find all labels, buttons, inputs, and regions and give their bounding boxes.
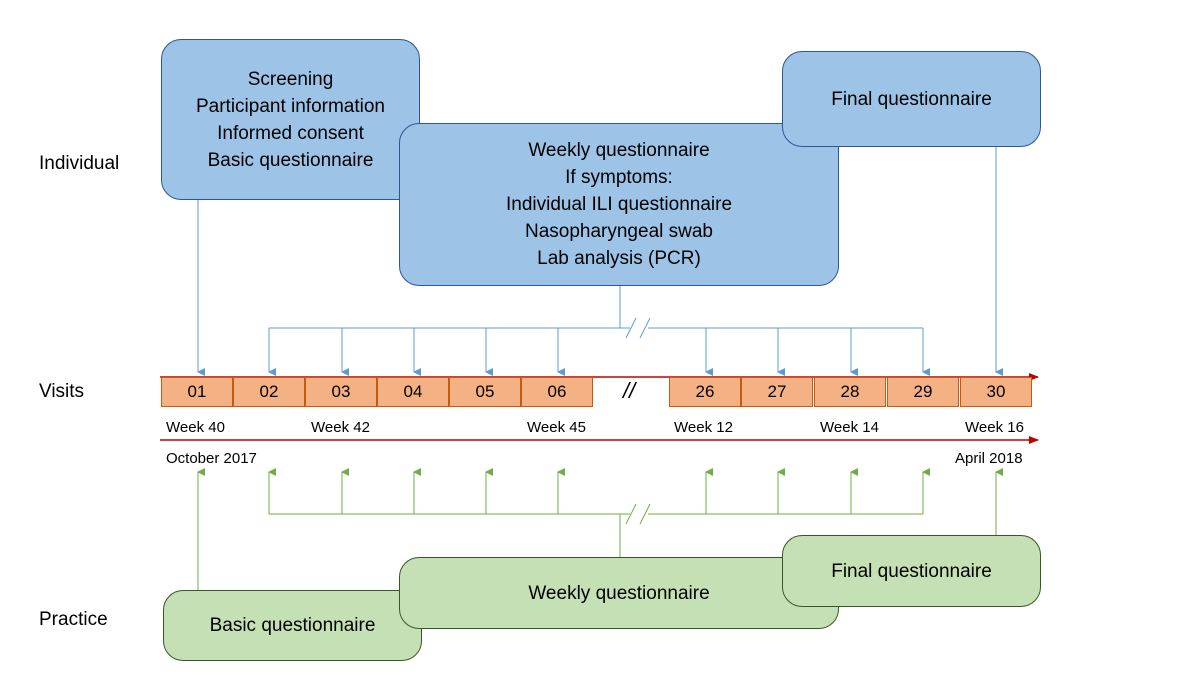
weekly-practice-box: Weekly questionnaire: [399, 557, 839, 629]
visit-box: 03: [305, 377, 377, 407]
visit-box: 04: [377, 377, 449, 407]
weekly-individual-box: Weekly questionnaire If symptoms: Indivi…: [399, 123, 839, 286]
lab-analysis-line: Lab analysis (PCR): [537, 248, 701, 269]
practice-connectors: [197, 468, 1003, 590]
visit-box: 01: [161, 377, 233, 407]
week-label: Week 40: [166, 419, 225, 436]
visit-box: 28: [814, 377, 886, 407]
week-label: Week 45: [527, 419, 586, 436]
visit-box: 26: [669, 377, 741, 407]
row-label-visits: Visits: [39, 381, 85, 402]
visit-box: 27: [741, 377, 813, 407]
participant-info-line: Participant information: [195, 95, 386, 117]
row-label-individual: Individual: [39, 153, 120, 174]
visit-box: 29: [887, 377, 959, 407]
weekly-practice-label: Weekly questionnaire: [528, 582, 710, 604]
week-label: Week 14: [820, 419, 879, 436]
week-label: Week 12: [674, 419, 733, 436]
visit-box: 30: [960, 377, 1032, 407]
ili-questionnaire-line: Individual ILI questionnaire: [505, 194, 733, 215]
basic-practice-box: Basic questionnaire: [163, 590, 422, 661]
screening-box: Screening Participant information Inform…: [161, 39, 420, 200]
visit-box: 02: [233, 377, 305, 407]
final-questionnaire-label: Final questionnaire: [831, 88, 992, 110]
final-practice-box: Final questionnaire: [782, 535, 1041, 607]
visit-box: 05: [449, 377, 521, 407]
row-label-practice: Practice: [39, 609, 108, 630]
end-date-label: April 2018: [955, 450, 1023, 467]
basic-questionnaire-line: Basic questionnaire: [207, 149, 374, 171]
timeline-break-mark: //: [623, 378, 636, 403]
swab-line: Nasopharyngeal swab: [524, 221, 713, 242]
visit-box: 06: [521, 377, 593, 407]
final-practice-label: Final questionnaire: [831, 560, 992, 582]
if-symptoms-line: If symptoms:: [565, 167, 673, 188]
final-individual-box: Final questionnaire: [782, 51, 1041, 147]
basic-practice-label: Basic questionnaire: [209, 615, 376, 636]
week-label: Week 16: [965, 419, 1024, 436]
weekly-questionnaire-line: Weekly questionnaire: [528, 140, 710, 161]
individual-connectors: [197, 147, 1003, 376]
week-label: Week 42: [311, 419, 370, 436]
screening-line: Screening: [247, 68, 334, 90]
start-date-label: October 2017: [166, 450, 257, 467]
informed-consent-line: Informed consent: [217, 122, 364, 144]
